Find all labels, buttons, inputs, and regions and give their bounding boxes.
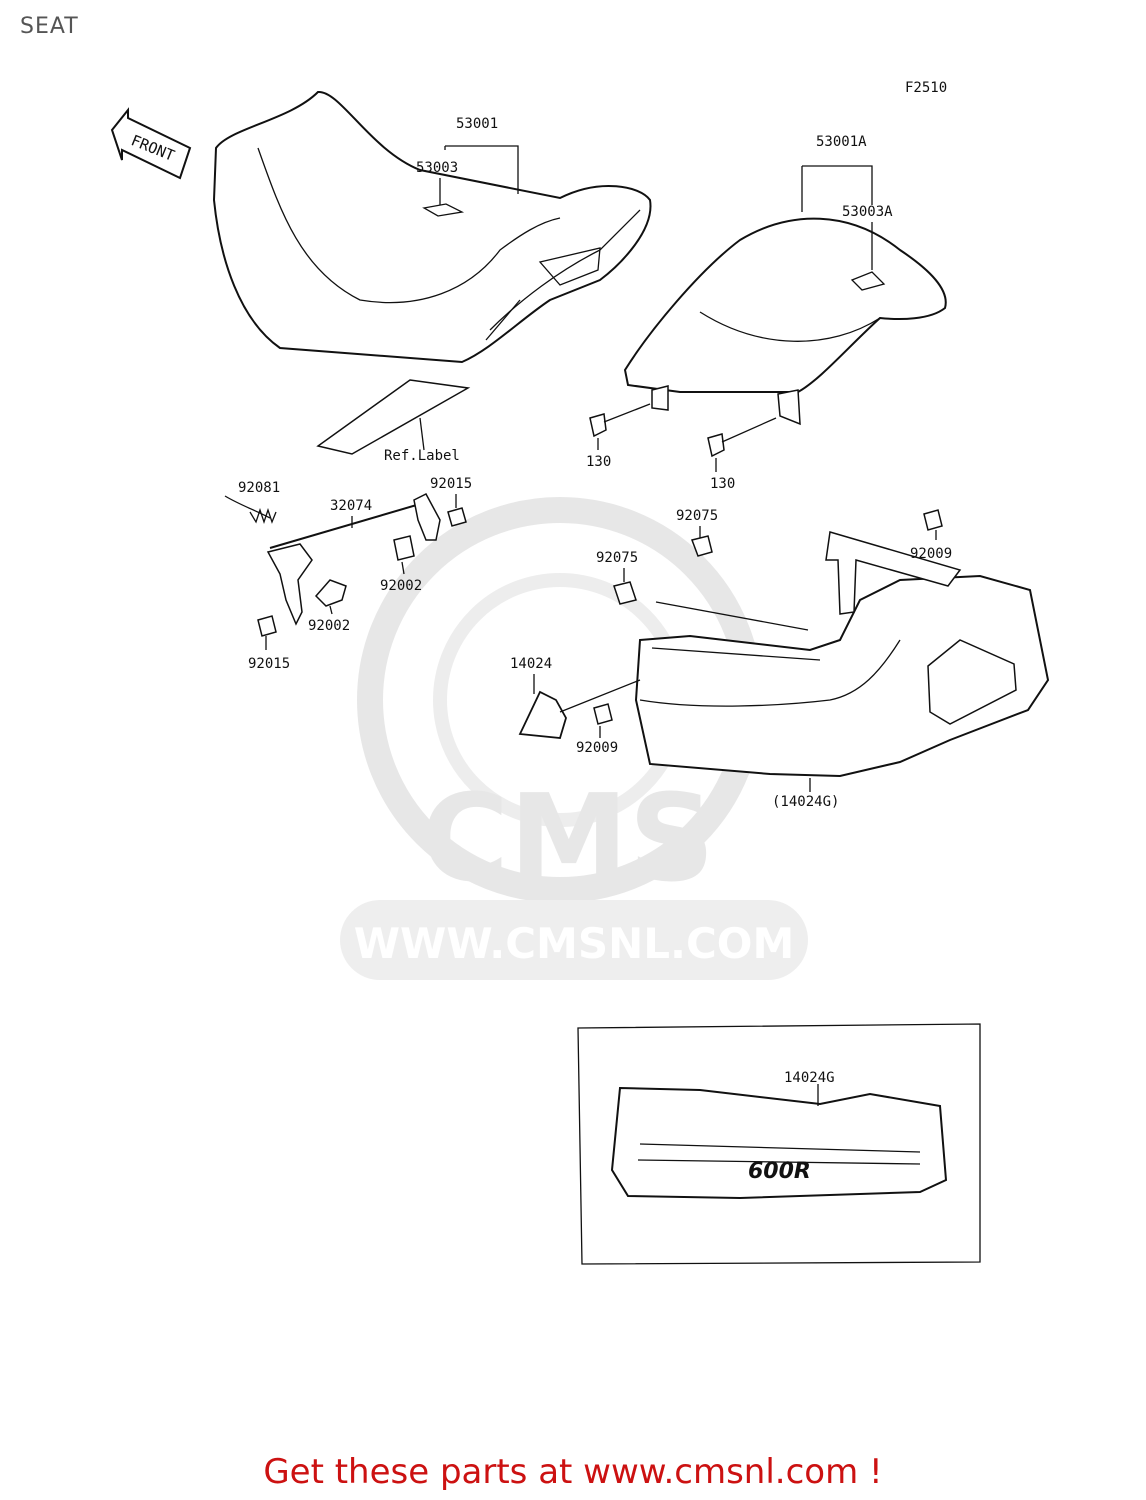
label-92075-right: 92075 (676, 508, 718, 524)
label-14024G: 14024G (784, 1070, 835, 1086)
watermark-logo: CMS (421, 770, 715, 909)
label-92009-top: 92009 (910, 546, 952, 562)
passenger-seat (623, 217, 947, 426)
watermark-url: WWW.CMSNL.COM (354, 919, 795, 968)
reflector-14024 (518, 679, 641, 739)
label-14024G-paren: (14024G) (772, 794, 839, 810)
rider-seat (212, 90, 652, 364)
screw-92009-top (923, 509, 943, 531)
label-53001: 53001 (456, 116, 498, 132)
cms-watermark: CMS WWW.CMSNL.COM (340, 497, 808, 980)
label-92015-top: 92015 (430, 476, 472, 492)
screw-92009-bottom (593, 703, 613, 725)
figure-code: F2510 (905, 80, 947, 96)
label-32074: 32074 (330, 498, 372, 514)
label-130-left: 130 (586, 454, 611, 470)
label-92009-bottom: 92009 (576, 740, 618, 756)
label-53001A: 53001A (816, 134, 867, 150)
page-title: SEAT (20, 14, 79, 39)
label-92081: 92081 (238, 480, 280, 496)
label-53003A: 53003A (842, 204, 893, 220)
label-92015-bottom: 92015 (248, 656, 290, 672)
inset-600r-badge: 600R (748, 1159, 811, 1184)
label-92075-left: 92075 (596, 550, 638, 566)
label-130-right: 130 (710, 476, 735, 492)
label-92002-left: 92002 (308, 618, 350, 634)
label-14024: 14024 (510, 656, 552, 672)
front-arrow-icon: FRONT (110, 107, 192, 180)
bolt-130-right (707, 417, 777, 458)
ref-label-sticker (316, 379, 471, 455)
seat-lock-assembly (224, 493, 467, 637)
nut-92075-b (613, 581, 637, 605)
bolt-130-left (589, 403, 651, 438)
footer-cta-link[interactable]: Get these parts at www.cmsnl.com ! (263, 1452, 883, 1492)
inset-box: 600R 14024G (577, 1023, 981, 1265)
label-ref-label: Ref.Label (384, 448, 460, 464)
rear-seat-cover (634, 531, 1050, 778)
nut-92075-a (691, 535, 713, 557)
label-92002-right: 92002 (380, 578, 422, 594)
label-53003: 53003 (416, 160, 458, 176)
